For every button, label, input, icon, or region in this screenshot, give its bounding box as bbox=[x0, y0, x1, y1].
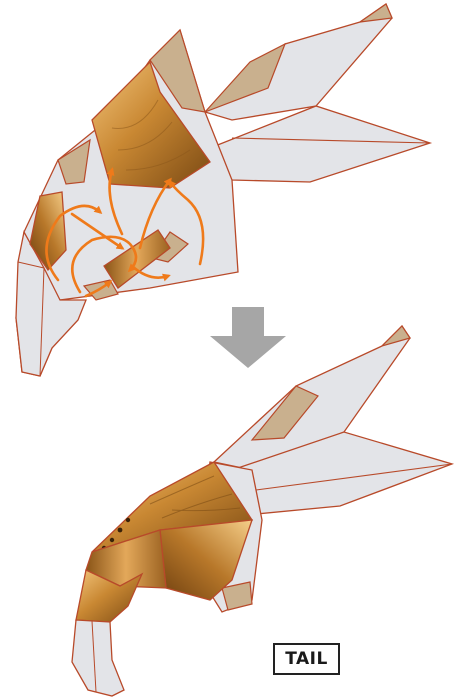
unfolded-tail-figure bbox=[16, 4, 430, 376]
down-arrow-icon bbox=[210, 307, 286, 368]
folded-tail-figure bbox=[72, 326, 452, 696]
tail-label: TAIL bbox=[273, 643, 340, 675]
folded-tail-tip bbox=[72, 620, 124, 696]
